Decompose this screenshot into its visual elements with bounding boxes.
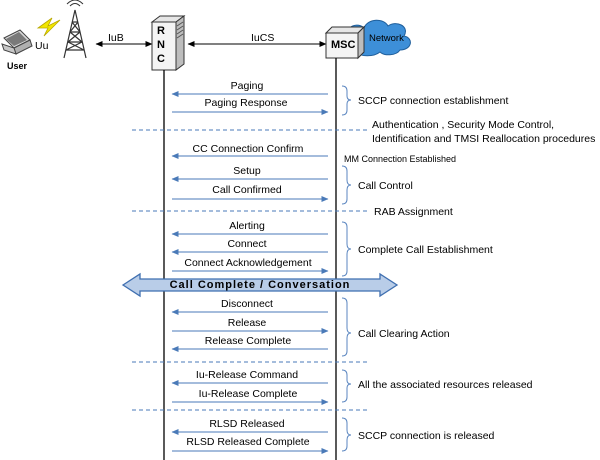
phase-label-resources-released: All the associated resources released <box>358 379 533 391</box>
message-label: Release Complete <box>204 335 292 347</box>
message-label: Connect <box>227 238 267 250</box>
conversation-banner <box>121 272 399 298</box>
iub-label: IuB <box>108 32 124 44</box>
phase-braces <box>341 85 352 452</box>
rnc-letter-c: C <box>157 53 165 65</box>
rnc-letter-n: N <box>157 39 165 51</box>
message-label: CC Connection Confirm <box>192 143 304 155</box>
phase-label-complete-call: Complete Call Establishment <box>358 244 493 256</box>
phase-label-auth-line1: Authentication , Security Mode Control, <box>372 119 555 131</box>
msc-server-icon <box>324 25 366 60</box>
message-label: Call Confirmed <box>212 184 282 196</box>
phase-label-rab-assignment: RAB Assignment <box>374 206 453 218</box>
message-label: RLSD Released <box>209 418 285 430</box>
uu-label: Uu <box>35 40 49 52</box>
network-label: Network <box>369 33 404 44</box>
message-label: Disconnect <box>221 298 273 310</box>
phase-label-call-clearing: Call Clearing Action <box>358 328 450 340</box>
message-label: Iu-Release Complete <box>198 388 298 400</box>
message-label: Paging <box>230 80 264 92</box>
message-label: Paging Response <box>204 97 288 109</box>
message-label: Connect Acknowledgement <box>184 257 312 269</box>
phase-label-call-control: Call Control <box>358 180 413 192</box>
iucs-label: IuCS <box>251 32 275 44</box>
lightning-icon <box>36 17 61 37</box>
conversation-banner-label: Call Complete / Conversation <box>169 279 351 291</box>
message-arrows <box>171 91 329 454</box>
laptop-icon <box>1 29 33 55</box>
cell-tower-icon <box>63 0 87 59</box>
message-label: Alerting <box>229 220 265 232</box>
user-label: User <box>7 61 28 71</box>
message-label: Release <box>227 317 267 329</box>
message-label: RLSD Released Complete <box>186 436 310 448</box>
phase-label-auth-line2: Identification and TMSI Reallocation pro… <box>372 133 596 145</box>
phase-separators <box>132 129 370 411</box>
message-label: Setup <box>233 165 261 177</box>
message-label: Iu-Release Command <box>195 369 299 381</box>
phase-label-mm-established: MM Connection Established <box>344 154 457 164</box>
rnc-server-icon <box>150 15 186 71</box>
msc-label: MSC <box>331 39 356 51</box>
rnc-letter-r: R <box>157 25 165 37</box>
phase-label-sccp-establishment: SCCP connection establishment <box>358 95 509 107</box>
phase-label-sccp-released: SCCP connection is released <box>358 430 495 442</box>
